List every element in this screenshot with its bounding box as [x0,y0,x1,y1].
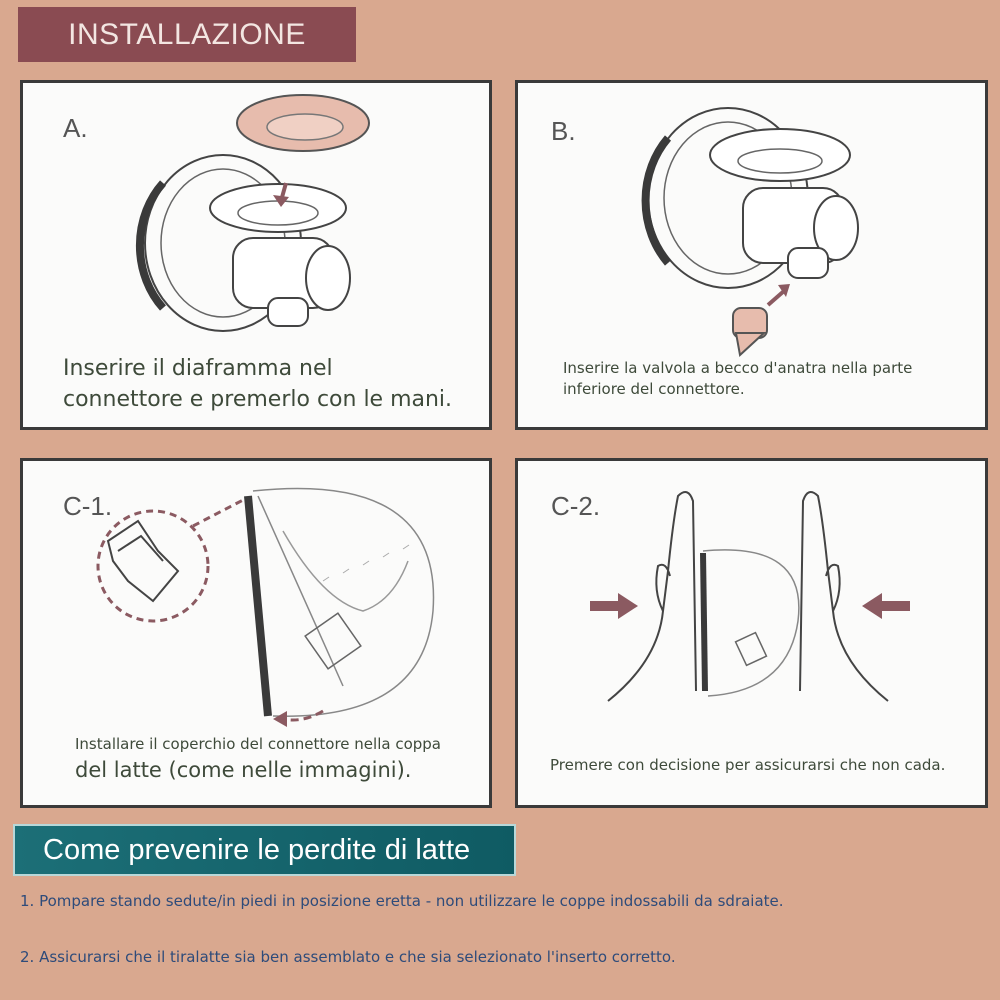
step-label-a: A. [63,113,88,143]
installation-header: INSTALLAZIONE [18,7,356,62]
step-caption-b: Inserire la valvola a becco d'anatra nel… [563,358,983,400]
caption-line: Premere con decisione per assicurarsi ch… [550,756,946,774]
step-panel-c1: C-1. Installare il coperchio del connett… [20,458,492,808]
press-hands-illustration [590,491,910,702]
step-label-c1: C-1. [63,491,113,521]
step-panel-b: B. Inserire la valvola a becco d'anatra … [515,80,988,430]
step-label-b: B. [551,116,576,146]
step-panel-c2: C-2. Premere con decisione per assicurar… [515,458,988,808]
tip-item: 2. Assicurarsi che il tiralatte sia ben … [20,948,676,966]
prevention-title: Come prevenire le perdite di latte [43,833,471,866]
step-caption-a: Inserire il diaframma nel connettore e p… [63,353,489,415]
caption-line: Installare il coperchio del connettore n… [75,735,441,753]
cover-install-illustration [96,487,435,727]
tip-item: 1. Pompare stando sedute/in piedi in pos… [20,892,784,910]
caption-line: inferiore del connettore. [563,380,745,398]
diaphragm-illustration [135,94,370,332]
caption-line: connettore e premerlo con le mani. [63,387,453,412]
caption-line: del latte (come nelle immagini). [75,758,412,782]
step-caption-c1: Installare il coperchio del connettore n… [75,733,489,785]
step-label-c2: C-2. [551,491,601,521]
duckbill-valve-illustration [641,107,859,357]
header-title: INSTALLAZIONE [68,17,306,51]
caption-line: Inserire la valvola a becco d'anatra nel… [563,359,913,377]
step-panel-a: A. Inserire il diaframma nel connettore … [20,80,492,430]
prevention-header: Come prevenire le perdite di latte [13,824,516,876]
step-caption-c2: Premere con decisione per assicurarsi ch… [550,756,970,774]
caption-line: Inserire il diaframma nel [63,356,333,381]
